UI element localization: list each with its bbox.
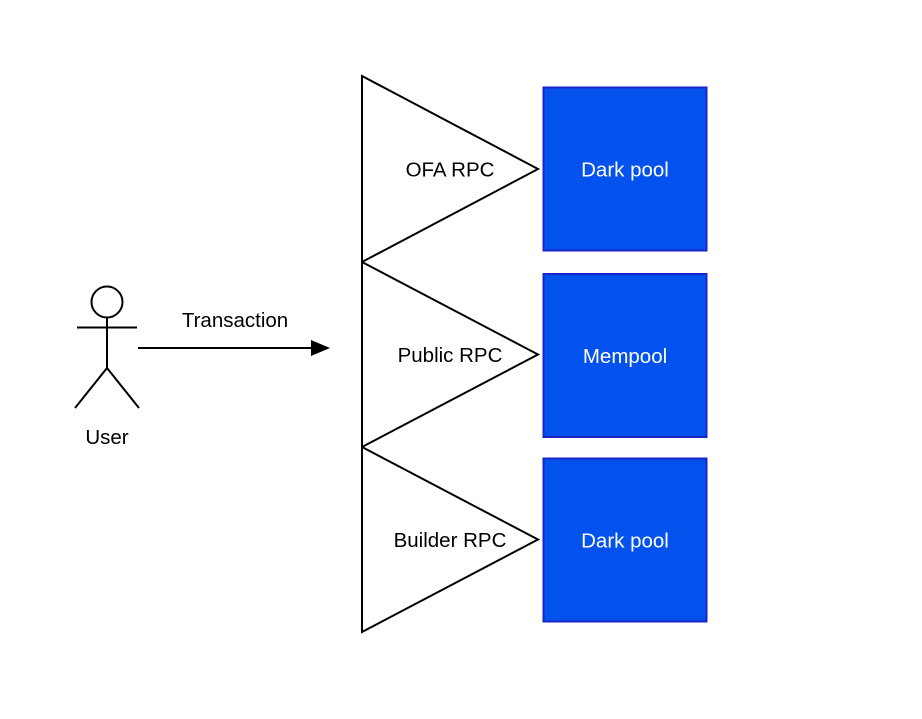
funnel-public-rpc: [361, 260, 541, 449]
funnel-public-rpc-label: Public RPC: [398, 344, 503, 367]
pool-dark-pool-bottom: [542, 457, 708, 623]
pool-mempool-label: Mempool: [583, 345, 667, 368]
funnel-ofa-rpc-label: OFA RPC: [406, 159, 495, 182]
transaction-arrowhead-icon: [311, 340, 330, 356]
pool-dark-pool-top-label: Dark pool: [581, 159, 669, 182]
transaction-label: Transaction: [182, 309, 288, 332]
funnel-ofa-rpc: [361, 74, 541, 264]
actor-figure: [74, 285, 140, 409]
transaction-arrow: [138, 340, 330, 356]
pool-dark-pool-bottom-label: Dark pool: [581, 530, 669, 553]
actor-right-leg-line: [106, 367, 140, 409]
funnel-builder-rpc: [361, 445, 541, 634]
actor-left-leg-line: [74, 367, 108, 409]
funnel-builder-rpc-label: Builder RPC: [394, 529, 507, 552]
actor-head-icon: [90, 285, 124, 319]
pool-mempool: [542, 273, 708, 438]
actor-label: User: [85, 426, 128, 449]
pool-dark-pool-top: [542, 86, 708, 252]
